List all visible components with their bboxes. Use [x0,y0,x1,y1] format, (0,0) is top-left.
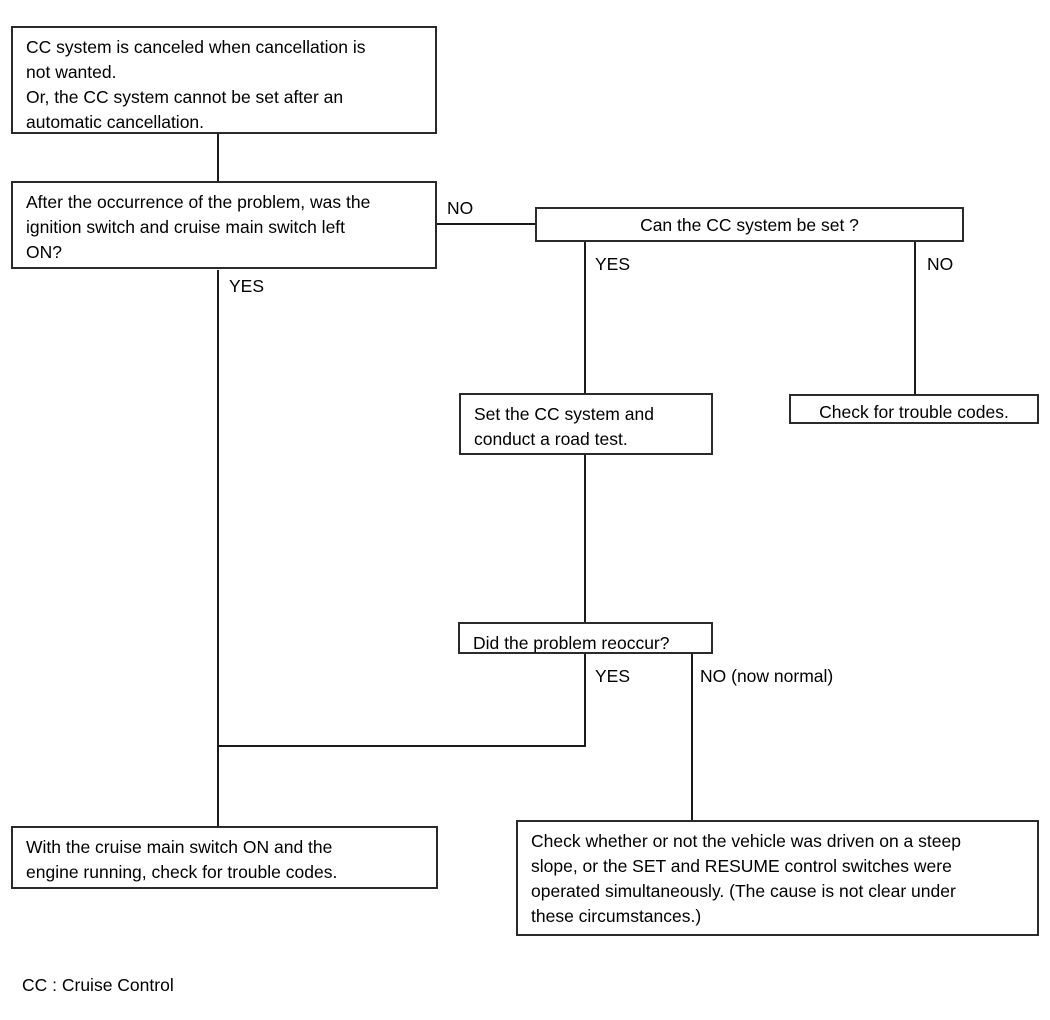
edge-label-canset-yes: YES [595,254,631,274]
edge-canset-yes-vertical [584,241,586,394]
legend-cruise-control: CC : Cruise Control [22,975,174,995]
node-symptom[interactable]: CC system is canceled when cancellation … [11,26,437,134]
edge-ignition-yes-vertical [217,270,219,828]
node-question-reoccur[interactable]: Did the problem reoccur? [458,622,713,654]
edge-symptom-to-ignition [217,133,219,207]
node-action-check-codes-right[interactable]: Check for trouble codes. [789,394,1039,424]
node-action-check-conditions[interactable]: Check whether or not the vehicle was dri… [516,820,1039,936]
edge-label-reoccur-no: NO (now normal) [700,666,834,686]
edge-label-ignition-no: NO [447,198,474,218]
edge-label-canset-no: NO [927,254,954,274]
edge-canset-no-vertical [914,241,916,396]
edge-reoccur-yes-horizontal [217,745,586,747]
node-question-can-set[interactable]: Can the CC system be set ? [535,207,964,242]
edge-roadtest-to-reoccur [584,454,586,624]
edge-label-reoccur-yes: YES [595,666,631,686]
edge-ignition-no-horizontal [436,223,536,225]
edge-reoccur-no-vertical [691,652,693,822]
edge-label-ignition-yes: YES [229,276,265,296]
node-question-ignition[interactable]: After the occurrence of the problem, was… [11,181,437,269]
node-action-check-codes-bottom[interactable]: With the cruise main switch ON and the e… [11,826,438,889]
node-action-set-road-test[interactable]: Set the CC system and conduct a road tes… [459,393,713,455]
edge-reoccur-yes-vertical [584,652,586,747]
